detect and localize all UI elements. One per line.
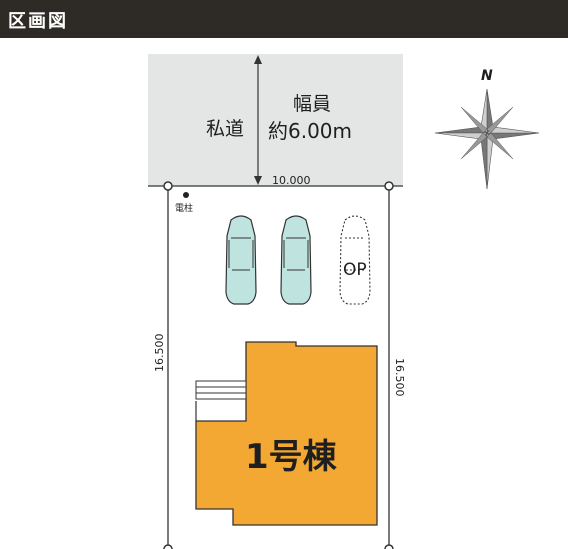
balcony xyxy=(195,380,247,400)
parking-car-optional xyxy=(339,215,371,305)
header-bar: 区画図 xyxy=(0,0,568,38)
road-name: 私道 xyxy=(206,118,244,140)
optional-parking-label: OP xyxy=(343,260,367,280)
parking-car-2 xyxy=(280,215,312,305)
road-width-arrow xyxy=(254,55,262,185)
building-1 xyxy=(195,341,378,526)
parking-car-1 xyxy=(225,215,257,305)
private-road xyxy=(148,54,403,186)
compass-rose-icon xyxy=(434,88,540,190)
depth-dimension-left: 16.500 xyxy=(153,334,166,373)
frontage-dimension: 10.000 xyxy=(272,174,311,187)
road-width-label: 幅員 xyxy=(293,93,331,115)
road-width-value: 約6.00m xyxy=(268,119,352,143)
lot-boundary xyxy=(148,185,403,549)
boundary-markers xyxy=(163,181,394,549)
depth-dimension-right: 16.500 xyxy=(393,358,406,397)
utility-pole-icon xyxy=(183,192,189,198)
utility-pole-label: 電柱 xyxy=(175,202,193,214)
compass-north-label: N xyxy=(481,68,493,84)
building-label: 1号棟 xyxy=(245,437,338,477)
page-title: 区画図 xyxy=(8,11,68,32)
